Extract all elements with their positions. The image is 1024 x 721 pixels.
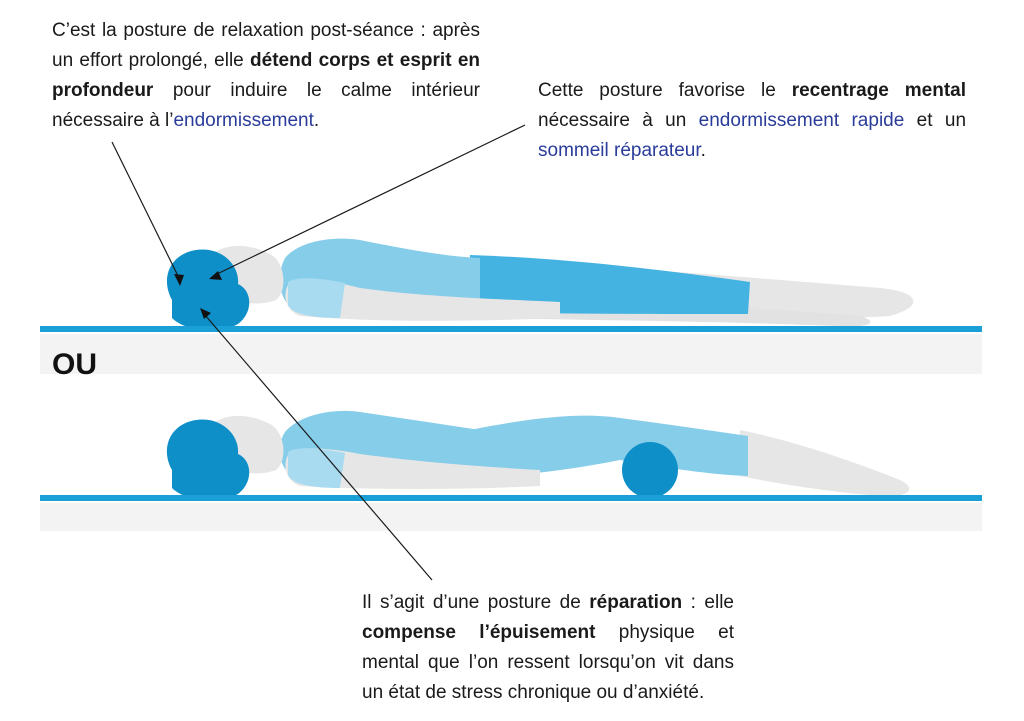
leader-top-right <box>214 124 526 276</box>
arrowhead-top-right <box>209 271 222 280</box>
annotation-top-right-text-2: nécessaire à un <box>538 110 699 131</box>
leader-lines <box>111 124 526 581</box>
arrowhead-top-left <box>174 274 184 286</box>
mat-top <box>40 326 982 332</box>
annotation-top-left-text-1: C’est la posture de relaxation post-séan… <box>52 20 480 71</box>
annotation-top-left-bold: détend corps et esprit en profondeur <box>52 50 480 101</box>
separator-label: OU <box>52 348 97 381</box>
mat-shadow-top <box>40 334 982 374</box>
annotation-bottom-bold-2: compense l’épuisement <box>362 622 596 643</box>
mat-bottom <box>40 495 982 501</box>
annotation-top-right-text-1: Cette posture favorise le <box>538 80 792 101</box>
annotation-top-left: C’est la posture de relaxation post-séan… <box>52 16 480 136</box>
pillow-under-head-icon <box>166 249 250 331</box>
annotation-top-right-link-2: sommeil réparateur <box>538 140 701 161</box>
annotation-top-right-text-4: . <box>700 140 706 161</box>
annotation-top-left-text-3: . <box>313 110 320 131</box>
bolster-under-knees-icon <box>622 442 678 498</box>
mat-shadow-bottom <box>40 503 982 531</box>
figure-top <box>166 238 914 331</box>
annotation-top-right-link-1: endormissement rapide <box>698 110 905 131</box>
annotation-top-left-text-2: pour induire le calme intérieur nécessai… <box>52 80 480 131</box>
annotation-bottom-text-3: physique et mental que l’on ressent lors… <box>362 622 734 703</box>
leader-bottom <box>204 314 433 581</box>
annotation-top-right: Cette posture favorise le recentrage men… <box>538 76 966 166</box>
arrowhead-bottom <box>200 308 211 319</box>
annotation-bottom-text-1: Il s’agit d’une posture de <box>362 592 590 613</box>
annotation-top-left-link: endormissement <box>173 110 314 131</box>
annotation-bottom-bold-1: réparation <box>589 592 683 613</box>
leader-top-left <box>111 141 181 281</box>
annotation-top-right-bold: recentrage mental <box>791 80 967 101</box>
annotation-top-right-text-3: et un <box>904 110 967 131</box>
figure-bottom <box>166 410 910 501</box>
leader-arrowheads <box>174 271 222 319</box>
annotation-bottom-text-2: : elle <box>682 592 734 613</box>
annotation-bottom: Il s’agit d’une posture de réparation : … <box>362 588 734 708</box>
